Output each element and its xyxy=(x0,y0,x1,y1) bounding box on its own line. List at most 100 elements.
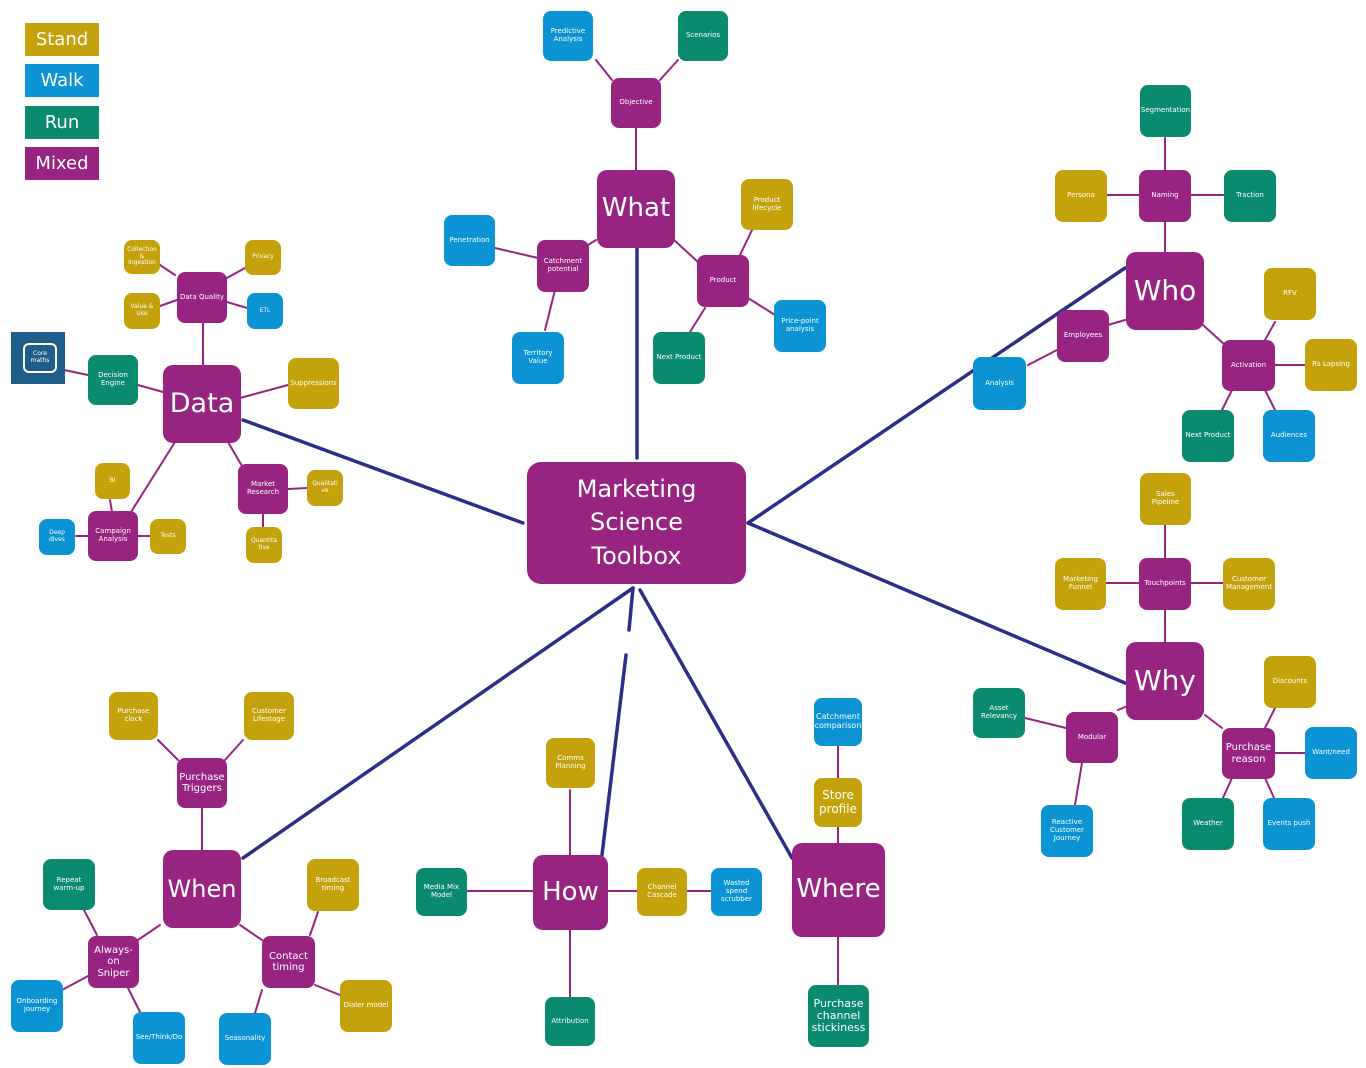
legend-run-label: Run xyxy=(44,112,80,133)
node-etl: ETL xyxy=(247,293,283,329)
spoke-why xyxy=(746,521,1127,685)
node-repeat-warm-up-label: Repeat warm-up xyxy=(53,875,85,892)
node-product-lifecycle: Product lifecycle xyxy=(741,179,793,230)
node-customer-lifestage: Customer Lifestage xyxy=(244,692,294,740)
hub-what-label: What xyxy=(601,193,671,224)
node-product: Product xyxy=(697,255,749,307)
node-next-product-what: Next Product xyxy=(653,332,705,384)
hub-data-label: Data xyxy=(169,387,235,419)
node-asset-relevancy: Asset Relevancy xyxy=(973,688,1025,738)
node-price-point-analysis: Price-point analysis xyxy=(774,300,826,352)
node-see-think-do: See/Think/Do xyxy=(133,1012,185,1064)
node-store-profile-label: Store profile xyxy=(819,788,857,816)
node-modular-label: Modular xyxy=(1077,732,1107,741)
node-naming: Naming xyxy=(1139,170,1191,222)
node-marketing-funnel: Marketing Funnel xyxy=(1055,558,1106,610)
node-seasonality-label: Seasonality xyxy=(224,1034,266,1043)
node-employees: Employees xyxy=(1057,310,1109,362)
hub-why: Why xyxy=(1126,642,1204,720)
node-data-quality-label: Data Quality xyxy=(180,292,224,301)
node-events-push: Events push xyxy=(1263,798,1315,850)
center-node: Marketing Science Toolbox xyxy=(527,462,746,584)
spoke-where xyxy=(638,588,794,860)
node-catchment-comparison-label: Catchment comparison xyxy=(814,712,862,730)
node-discounts: Discounts xyxy=(1264,656,1316,708)
node-seasonality: Seasonality xyxy=(219,1013,271,1065)
node-analysis-label: Analysis xyxy=(985,378,1014,387)
node-modular: Modular xyxy=(1066,712,1118,763)
node-persona-label: Persona xyxy=(1067,191,1095,200)
node-rs-lapsing: Rs Lapsing xyxy=(1305,339,1357,391)
node-channel-cascade: Channel Cascade xyxy=(637,868,687,916)
node-attribution-label: Attribution xyxy=(551,1016,589,1025)
hub-when: When xyxy=(163,850,241,928)
node-objective-label: Objective xyxy=(619,98,653,107)
node-always-on-sniper: Always-on Sniper xyxy=(88,936,139,988)
node-customer-lifestage-label: Customer Lifestage xyxy=(251,707,286,723)
hub-who: Who xyxy=(1126,252,1204,330)
node-marketing-funnel-label: Marketing Funnel xyxy=(1063,575,1098,591)
legend-stand-label: Stand xyxy=(35,29,89,50)
node-purchase-clock-label: Purchase clock xyxy=(117,707,150,723)
hub-how-label: How xyxy=(542,876,599,907)
hub-who-label: Who xyxy=(1133,274,1197,308)
legend-walk-label: Walk xyxy=(40,70,84,91)
node-repeat-warm-up: Repeat warm-up xyxy=(43,859,95,910)
node-penetration-label: Penetration xyxy=(449,235,490,244)
hub-how: How xyxy=(533,855,608,930)
hub-where-label: Where xyxy=(796,874,881,905)
node-price-point-analysis-label: Price-point analysis xyxy=(781,317,819,333)
node-activation-label: Activation xyxy=(1230,360,1267,369)
node-territory-value-label: Territory Value xyxy=(523,349,553,365)
node-rs-lapsing-label: Rs Lapsing xyxy=(1312,360,1350,369)
node-activation: Activation xyxy=(1222,340,1275,391)
node-product-label: Product xyxy=(709,276,737,285)
node-attribution: Attribution xyxy=(545,997,595,1046)
node-persona: Persona xyxy=(1055,170,1107,222)
node-naming-label: Naming xyxy=(1151,191,1179,200)
node-want-need-label: Want/need xyxy=(1312,748,1350,757)
node-campaign-analysis: Campaign Analysis xyxy=(88,511,138,561)
node-always-on-sniper-label: Always-on Sniper xyxy=(94,945,133,979)
spoke-data xyxy=(241,418,525,525)
node-scenarios-label: Scenarios xyxy=(685,31,721,40)
node-penetration: Penetration xyxy=(444,215,495,266)
node-dialer-model-label: Dialer model xyxy=(343,1001,389,1010)
node-tests: Tests xyxy=(150,519,186,554)
legend-mixed-label: Mixed xyxy=(35,153,89,174)
node-analysis: Analysis xyxy=(973,357,1026,410)
node-deep-dives-label: Deep dives xyxy=(49,529,65,543)
node-purchase-clock: Purchase clock xyxy=(109,692,158,740)
node-media-mix-model-label: Media Mix Model xyxy=(423,883,460,899)
node-audiences-label: Audiences xyxy=(1270,431,1308,440)
node-weather-label: Weather xyxy=(1193,819,1223,828)
center-label: Marketing Science Toolbox xyxy=(576,474,697,570)
node-quantitative: Quantitative xyxy=(246,527,282,563)
node-reactive-customer-journey: Reactive Customer Journey xyxy=(1041,805,1093,857)
legend-run: Run xyxy=(25,106,99,139)
node-collection-ingestion-label: Collection & Ingestion xyxy=(127,245,157,267)
node-next-product-who-label: Next Product xyxy=(1185,431,1231,440)
node-contact-timing-label: Contact timing xyxy=(269,950,308,973)
node-core-maths-label: Core maths xyxy=(23,343,57,373)
node-reactive-customer-journey-label: Reactive Customer Journey xyxy=(1049,818,1084,842)
spoke-how-a xyxy=(627,586,635,632)
hub-where: Where xyxy=(792,843,885,937)
node-asset-relevancy-label: Asset Relevancy xyxy=(981,704,1017,720)
node-predictive-analysis-label: Predictive Analysis xyxy=(550,27,586,43)
node-privacy: Privacy xyxy=(245,240,281,275)
node-next-product-what-label: Next Product xyxy=(656,353,702,362)
node-comms-planning: Comms Planning xyxy=(546,738,595,788)
node-store-profile: Store profile xyxy=(814,778,862,827)
node-core-maths: Core maths xyxy=(11,332,65,384)
node-purchase-channel-stickiness: Purchase channel stickiness xyxy=(808,985,869,1047)
node-next-product-who: Next Product xyxy=(1182,410,1234,462)
node-value-use-label: Value & Use xyxy=(130,303,154,317)
legend-stand: Stand xyxy=(25,23,99,56)
node-privacy-label: Privacy xyxy=(252,253,274,261)
legend-walk: Walk xyxy=(25,64,99,97)
hub-data: Data xyxy=(163,365,241,443)
node-sales-pipeline: Sales Pipeline xyxy=(1140,473,1191,525)
